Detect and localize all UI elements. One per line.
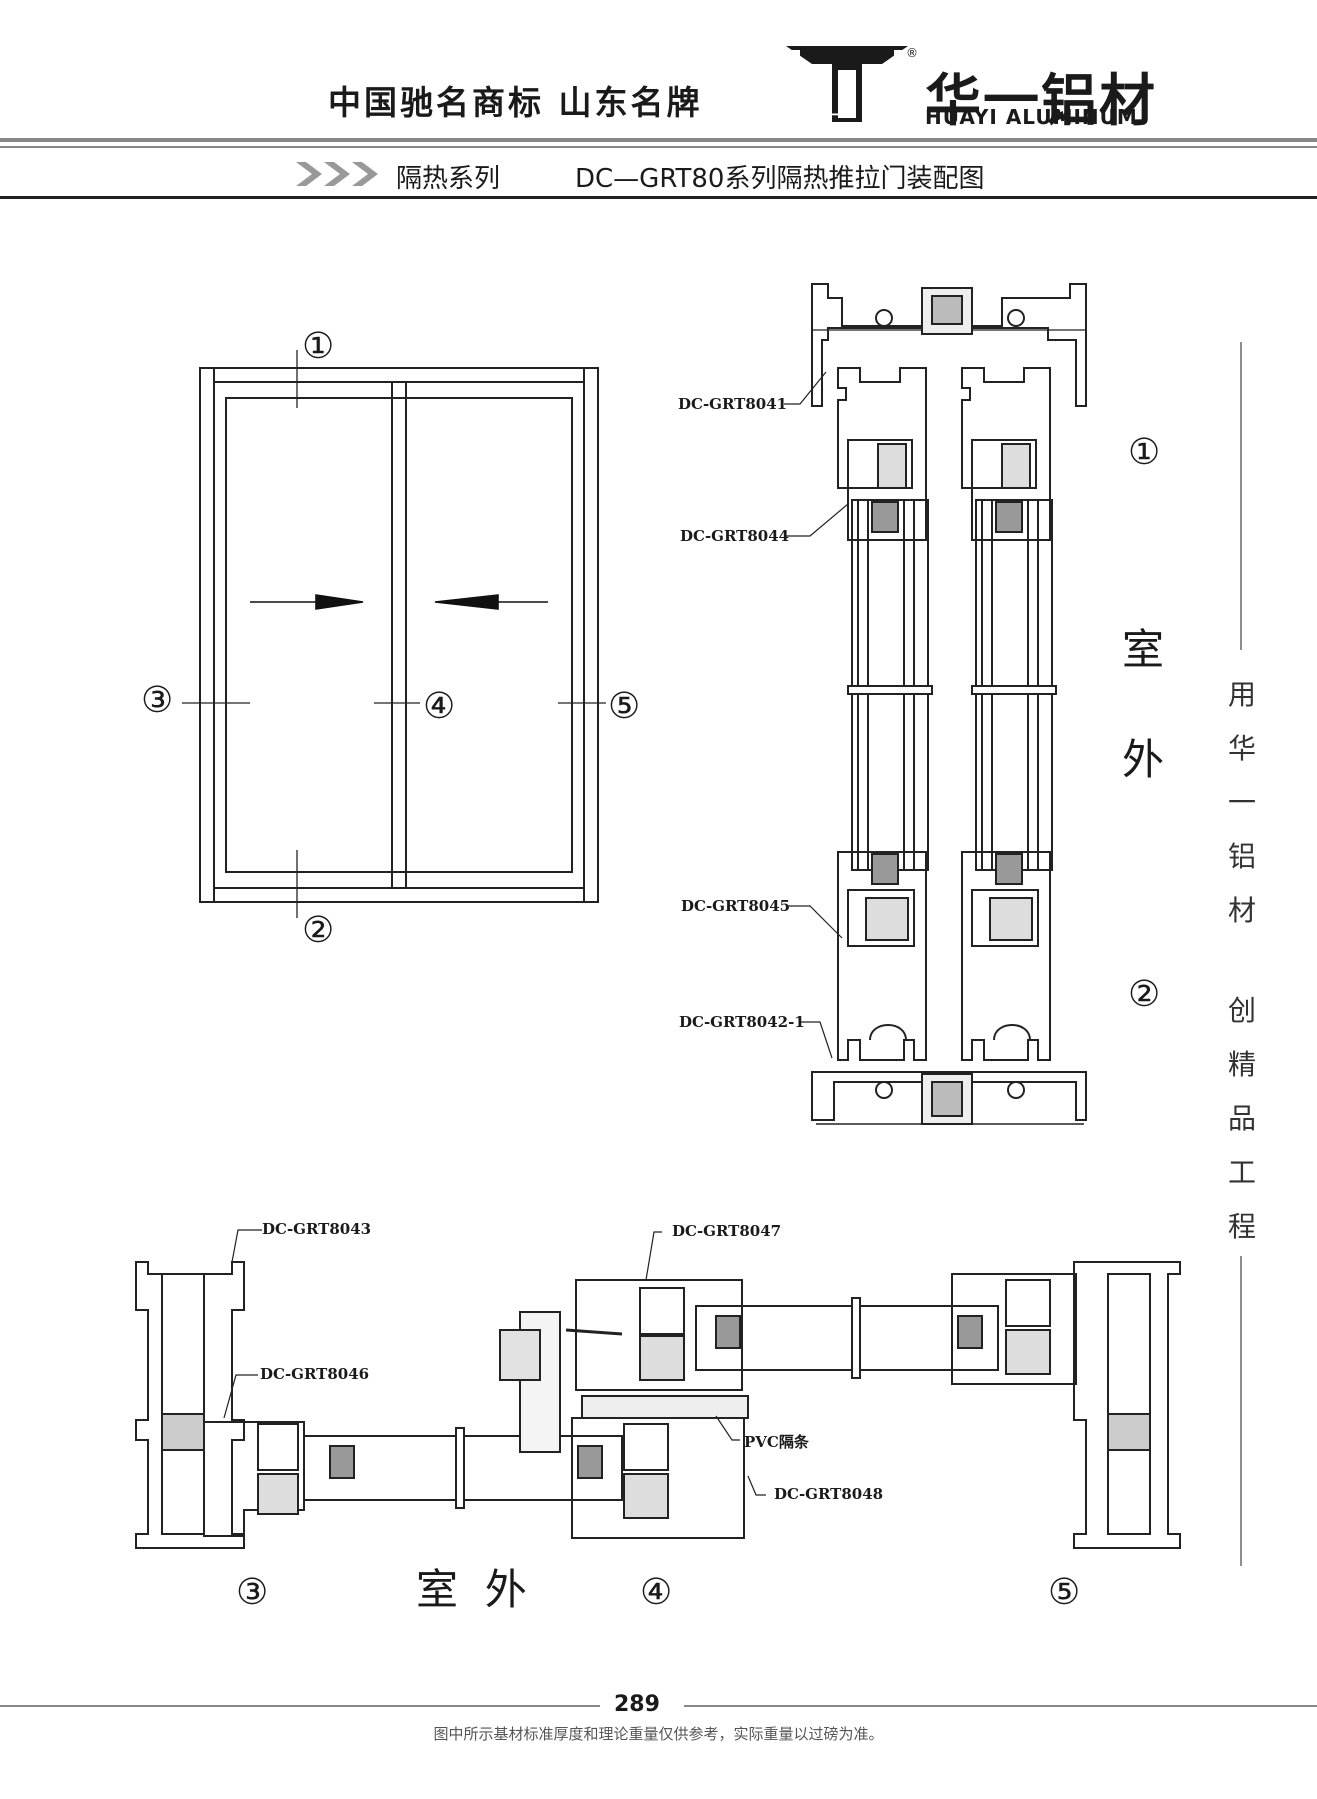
- marker-2: ②: [302, 910, 335, 951]
- brand-name-cn: 华一铝材: [925, 69, 1157, 134]
- section-marker-5: ⑤: [1048, 1572, 1081, 1613]
- part-label-pvc-strip: PVC隔条: [744, 1433, 809, 1451]
- side-char: 华: [1227, 732, 1256, 765]
- marker-3: ③: [141, 680, 174, 721]
- room-char-2: 外: [1122, 735, 1165, 784]
- arrow-right-icon: [315, 594, 364, 610]
- footer-rule: [0, 1705, 1317, 1707]
- section-marker-4: ④: [640, 1572, 673, 1613]
- page-number: 289: [614, 1692, 660, 1717]
- side-char: 一: [1227, 786, 1256, 819]
- marker-5: ⑤: [608, 686, 641, 727]
- marker-4: ④: [423, 686, 456, 727]
- side-char: 品: [1227, 1102, 1256, 1135]
- section-marker-3: ③: [236, 1572, 269, 1613]
- section-marker-2: ②: [1128, 974, 1161, 1015]
- drawing-title: DC—GRT80系列隔热推拉门装配图: [575, 164, 985, 194]
- side-char: 材: [1227, 894, 1256, 927]
- part-label-8044: DC-GRT8044: [680, 527, 790, 545]
- side-slogan: 用 华 一 铝 材 创 精 品 工 程: [1225, 668, 1259, 1254]
- brand-name-en: HUAYI ALUMINUM: [925, 105, 1138, 129]
- part-label-8046: DC-GRT8046: [260, 1365, 370, 1383]
- logo-mark-text: 华一: [816, 106, 847, 124]
- marker-1: ①: [302, 326, 335, 367]
- huayi-logo-mark: [786, 46, 908, 122]
- arrow-left-icon: [434, 594, 499, 610]
- part-label-8048: DC-GRT8048: [774, 1485, 884, 1503]
- series-label: 隔热系列: [396, 164, 501, 194]
- part-label-8045: DC-GRT8045: [681, 897, 791, 915]
- header-rules: [0, 138, 1317, 199]
- section-marker-1: ①: [1128, 432, 1161, 473]
- registered-mark: ®: [906, 46, 918, 60]
- part-label-8047: DC-GRT8047: [672, 1222, 782, 1240]
- side-char: 铝: [1227, 840, 1256, 873]
- side-char: 工: [1227, 1156, 1256, 1189]
- side-char: 程: [1227, 1210, 1256, 1243]
- part-label-8043: DC-GRT8043: [262, 1220, 372, 1238]
- side-char: 创: [1227, 994, 1256, 1027]
- part-label-8041: DC-GRT8041: [678, 395, 788, 413]
- room-char-1: 室: [1122, 625, 1165, 674]
- chevrons-icon: [296, 162, 378, 186]
- part-label-8042-1: DC-GRT8042-1: [679, 1013, 805, 1031]
- side-char: 精: [1227, 1048, 1256, 1081]
- footer-note: 图中所示基材标准厚度和理论重量仅供参考，实际重量以过磅为准。: [433, 1725, 884, 1743]
- side-char: 用: [1227, 678, 1256, 711]
- room-label: 室 外: [416, 1565, 527, 1614]
- slogan: 中国驰名商标 山东名牌: [328, 83, 703, 122]
